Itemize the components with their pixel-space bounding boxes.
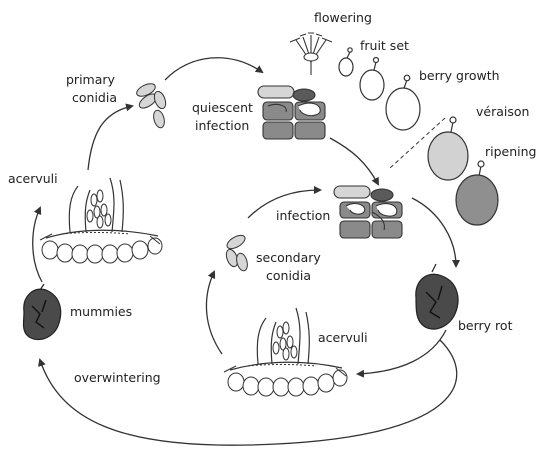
label-overwintering: overwintering	[74, 370, 161, 385]
secondary-conidia	[225, 234, 248, 272]
label-acervuli-center: acervuli	[318, 330, 368, 345]
arrow-overwintering	[38, 339, 458, 446]
berry-fruit-set	[338, 47, 354, 77]
label-acervuli-left: acervuli	[8, 171, 58, 186]
cycle-arrows	[32, 57, 460, 446]
arrow-secondary-conidia-to-infection	[247, 186, 322, 219]
label-fruit-set: fruit set	[360, 38, 409, 53]
label-secondary-conidia-line1: secondary	[256, 250, 321, 265]
arrow-primary-conidia-to-quiescent	[164, 57, 264, 81]
infection-cells	[333, 185, 403, 239]
berry-growth-large	[385, 74, 421, 131]
label-ripening: ripening	[485, 144, 537, 159]
label-quiescent-line1: quiescent	[192, 100, 253, 115]
label-berry-rot: berry rot	[458, 318, 513, 333]
primary-conidia	[136, 83, 167, 129]
berry-ripening	[455, 160, 499, 226]
flower-cluster	[289, 32, 333, 75]
label-berry-growth: berry growth	[419, 68, 500, 83]
acervuli-left	[39, 177, 163, 264]
quiescent-infection-cells	[257, 85, 326, 140]
label-quiescent-line2: infection	[195, 118, 249, 133]
label-primary-conidia-line1: primary	[66, 72, 116, 87]
rotten-berry	[415, 263, 459, 330]
arrow-berry-rot-to-acervuli	[356, 329, 447, 378]
acervuli-center	[223, 307, 348, 397]
berry-growth-small	[359, 56, 385, 101]
arrow-acervuli-to-primary-conidia	[87, 103, 134, 171]
arrow-quiescent-to-infection	[329, 137, 379, 186]
label-infection: infection	[276, 208, 330, 223]
label-flowering: flowering	[314, 10, 372, 25]
label-primary-conidia-line2: conidia	[72, 90, 117, 105]
label-mummies: mummies	[70, 304, 132, 319]
arrow-acervuli-to-secondary-conidia	[205, 270, 223, 355]
label-veraison: véraison	[476, 104, 529, 119]
arrow-mummies-to-acervuli	[32, 206, 43, 283]
dashed-veraison-line	[389, 117, 446, 169]
berry-veraison	[427, 116, 469, 181]
arrow-infection-to-berry-rot	[411, 197, 460, 268]
label-secondary-conidia-line2: conidia	[266, 268, 311, 283]
mummy-berry	[22, 283, 62, 341]
